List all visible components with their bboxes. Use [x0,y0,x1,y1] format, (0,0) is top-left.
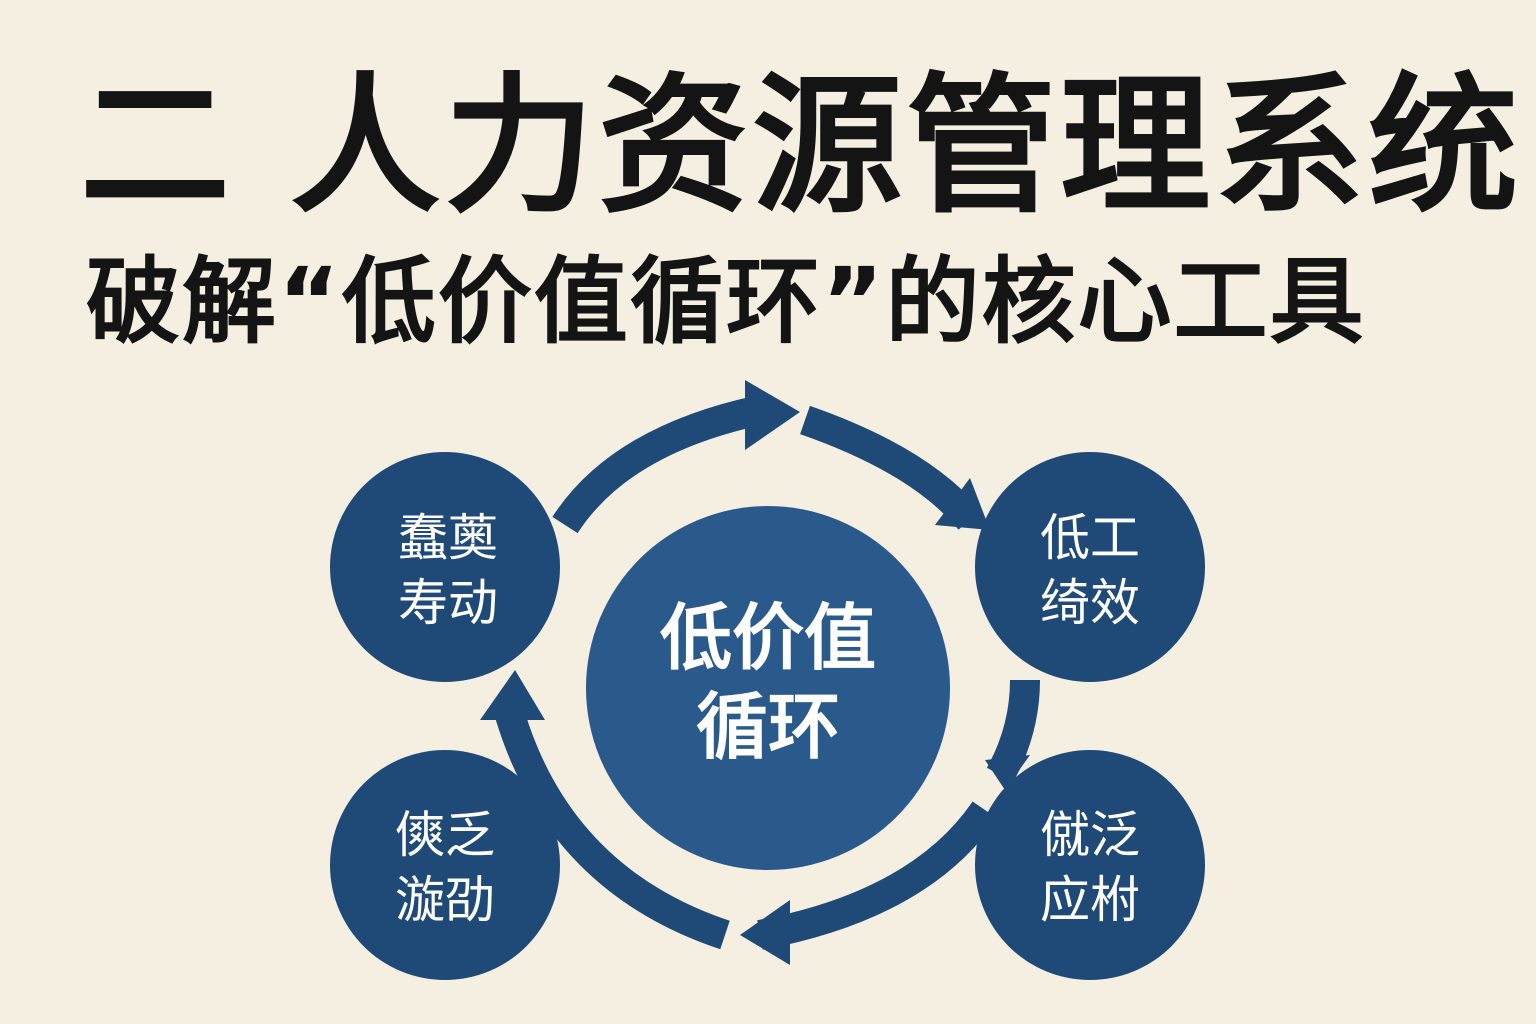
center-label-line2: 循环 [696,685,840,769]
arrow-head-left [480,670,545,720]
arrow-left [495,710,730,950]
arrow-head-bottom [740,900,790,965]
arrow-heads [480,380,1030,965]
arrow-head-top [745,380,800,450]
arrow-top-left [552,395,764,534]
node-bottom-left [330,750,560,980]
node-bottom-right-line2: 应柎 [1040,871,1140,929]
page-subtitle: 破解“低价值循环”的核心工具 [86,248,1366,357]
node-top-right-line2: 绮效 [1040,574,1140,632]
page-title: 二 人力资源管理系统 [80,60,1523,234]
node-top-left [330,452,560,682]
node-top-right [975,452,1205,682]
node-bottom-right [975,750,1205,980]
center-label-line1: 低价值 [660,596,876,680]
node-bottom-left-line1: 傸乏 [395,806,495,864]
node-top-left-line1: 蠢薁 [398,509,498,567]
node-bottom-right-line1: 僦泛 [1040,806,1140,864]
node-top-left-line2: 寿动 [398,574,498,632]
node-bottom-left-line2: 漩劭 [395,871,495,929]
arrow-head-top-right [935,478,990,530]
node-top-right-line1: 低工 [1040,509,1140,567]
arrow-top-right [800,405,982,530]
center-circle [586,506,950,870]
arrow-bottom [757,801,998,950]
arrow-head-right [985,755,1030,790]
